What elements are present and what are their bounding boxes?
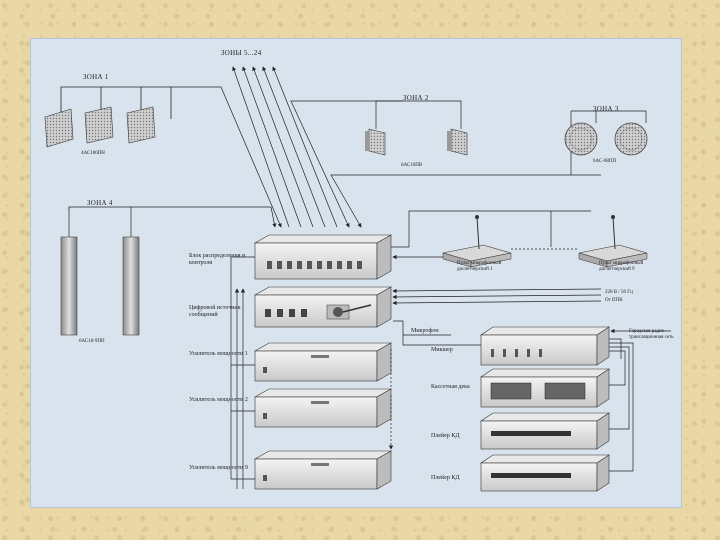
console1-label: Пульт микрофонный диспетчерский 1 xyxy=(457,261,502,272)
console-wiring xyxy=(391,210,602,306)
distribution-rack xyxy=(253,234,393,280)
power-label: 220 В / 50 Гц xyxy=(605,290,633,295)
zone4-label: ЗОНА 4 xyxy=(87,199,113,207)
cd2-label: Плейер КД xyxy=(431,475,460,481)
wiring-svg xyxy=(44,66,671,492)
source-wiring xyxy=(393,320,671,472)
distribution-label: Блок распределения и контроля xyxy=(189,253,246,266)
zone4-model-label: 6АС10-9ПП xyxy=(79,339,105,344)
amp1-rack xyxy=(253,342,393,382)
zone4-speakers xyxy=(60,207,140,336)
cd2-rack xyxy=(480,454,610,492)
cd1-rack xyxy=(480,412,610,450)
cassette-rack xyxy=(480,368,610,408)
amp2-label: Усилитель мощности 2 xyxy=(189,397,248,403)
radio-network-label: Городская радио-трансляционная сеть xyxy=(629,329,674,340)
mixer-label: Микшер xyxy=(431,347,453,353)
amp9-label: Усилитель мощности 9 xyxy=(189,465,248,471)
console1 xyxy=(442,215,512,268)
zone1-model-label: 4АС100ПН xyxy=(81,151,105,156)
zone2-label: ЗОНА 2 xyxy=(403,94,429,102)
cd1-label: Плейер КД xyxy=(431,433,460,439)
cassette-label: Кассетная дека xyxy=(431,384,470,390)
amp1-label: Усилитель мощности 1 xyxy=(189,351,248,357)
digital-source-rack xyxy=(253,286,393,328)
console9 xyxy=(578,215,648,268)
zone1-label: ЗОНА 1 xyxy=(83,73,109,81)
digital-source-label: Цифровой источник сообщений xyxy=(189,305,241,318)
zone2-model-label: 6АС10ПВ xyxy=(401,163,423,168)
zone1-speakers xyxy=(44,86,172,148)
amp9-rack xyxy=(253,450,393,490)
zone3-speakers xyxy=(564,110,648,175)
zone-feed-lines xyxy=(68,86,601,228)
mixer-rack xyxy=(480,326,610,366)
zone3-label: ЗОНА 3 xyxy=(593,105,619,113)
console9-label: Пульт микрофонный диспетчерский 9 xyxy=(599,261,644,272)
fire-alarm-label: От ППК xyxy=(605,298,623,303)
zone3-model-label: 6АС-08ПП xyxy=(593,159,617,164)
zones-5-24-lines xyxy=(232,66,338,228)
zone2-speakers xyxy=(365,100,468,156)
left-bus-lines xyxy=(230,256,394,489)
microphone-label: Микрофон xyxy=(411,328,439,334)
amp2-rack xyxy=(253,388,393,428)
diagram-canvas: ЗОНА 1 ЗОНЫ 5...24 ЗОНА 2 ЗОНА 3 ЗОНА 4 … xyxy=(30,38,682,508)
zones-5-24-label: ЗОНЫ 5...24 xyxy=(221,49,262,57)
